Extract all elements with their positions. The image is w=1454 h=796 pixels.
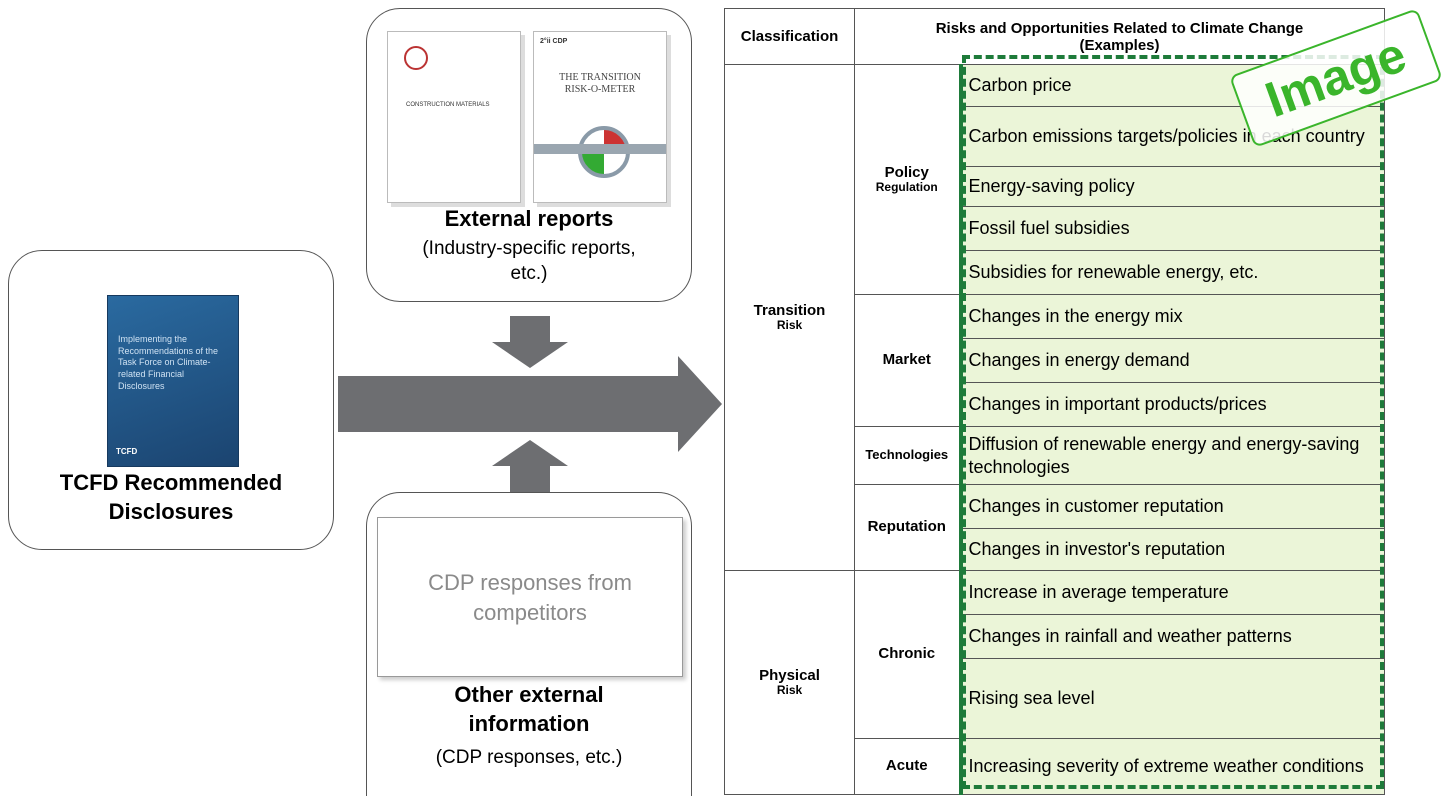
category-market: Market: [854, 294, 961, 427]
example-item: Subsidies for renewable energy, etc.: [958, 250, 1385, 295]
example-item: Fossil fuel subsidies: [958, 206, 1385, 251]
example-item: Changes in customer reputation: [958, 484, 1385, 529]
tcfd-title: TCFD Recommended Disclosures: [9, 469, 333, 526]
example-item: Changes in energy demand: [958, 338, 1385, 383]
tcfd-document-cover: Implementing the Recommendations of the …: [107, 295, 239, 467]
cdp-responses-text: CDP responses from competitors: [428, 570, 632, 625]
pipe-graphic: [534, 144, 666, 154]
other-info-subtitle: (CDP responses, etc.): [435, 747, 623, 768]
report-logo: [404, 46, 428, 70]
external-reports-title: External reports: [444, 206, 614, 231]
example-item: Increasing severity of extreme weather c…: [958, 738, 1385, 795]
other-info-title: Other external information: [454, 682, 604, 736]
category-technologies: Technologies: [854, 426, 961, 485]
group-physical-risk: Physical Risk: [724, 570, 855, 795]
tcfd-title-line1: TCFD Recommended: [59, 470, 283, 495]
category-chronic: Chronic: [854, 570, 961, 739]
report-cover-risk-o-meter: 2°ii CDP THE TRANSITION RISK-O-METER: [533, 31, 667, 203]
example-item: Changes in rainfall and weather patterns: [958, 614, 1385, 659]
example-item: Changes in important products/prices: [958, 382, 1385, 427]
group-transition-risk: Transition Risk: [724, 64, 855, 571]
risk-table: Classification Risks and Opportunities R…: [724, 8, 1385, 795]
report-cover-risk-o-meter-title: THE TRANSITION RISK-O-METER: [559, 72, 641, 95]
example-item: Energy-saving policy: [958, 166, 1385, 207]
cdp-responses-card: CDP responses from competitors: [377, 517, 683, 677]
flow-arrow-up: [492, 440, 568, 492]
header-classification: Classification: [724, 8, 855, 65]
category-policy: Policy Regulation: [854, 64, 961, 295]
report-cover-logos: 2°ii CDP: [540, 38, 568, 45]
external-reports-subtitle: (Industry-specific reports, etc.): [422, 238, 636, 284]
report-cover-construction-title: CONSTRUCTION MATERIALS: [406, 102, 490, 108]
category-acute: Acute: [854, 738, 961, 795]
tcfd-document-footer: TCFD: [116, 447, 138, 456]
flow-arrow-down: [492, 316, 568, 368]
report-cover-construction: CONSTRUCTION MATERIALS: [387, 31, 521, 203]
example-item: Changes in the energy mix: [958, 294, 1385, 339]
tcfd-document-cover-text: Implementing the Recommendations of the …: [118, 334, 219, 391]
category-reputation: Reputation: [854, 484, 961, 571]
tcfd-disclosures-box: Implementing the Recommendations of the …: [8, 250, 334, 550]
external-reports-box: CONSTRUCTION MATERIALS 2°ii CDP THE TRAN…: [366, 8, 692, 302]
example-item: Diffusion of renewable energy and energy…: [958, 426, 1385, 485]
example-item: Increase in average temperature: [958, 570, 1385, 615]
example-item: Rising sea level: [958, 658, 1385, 739]
example-item: Changes in investor's reputation: [958, 528, 1385, 571]
tcfd-title-line2: Disclosures: [108, 498, 234, 524]
other-info-box: CDP responses from competitors Other ext…: [366, 492, 692, 796]
